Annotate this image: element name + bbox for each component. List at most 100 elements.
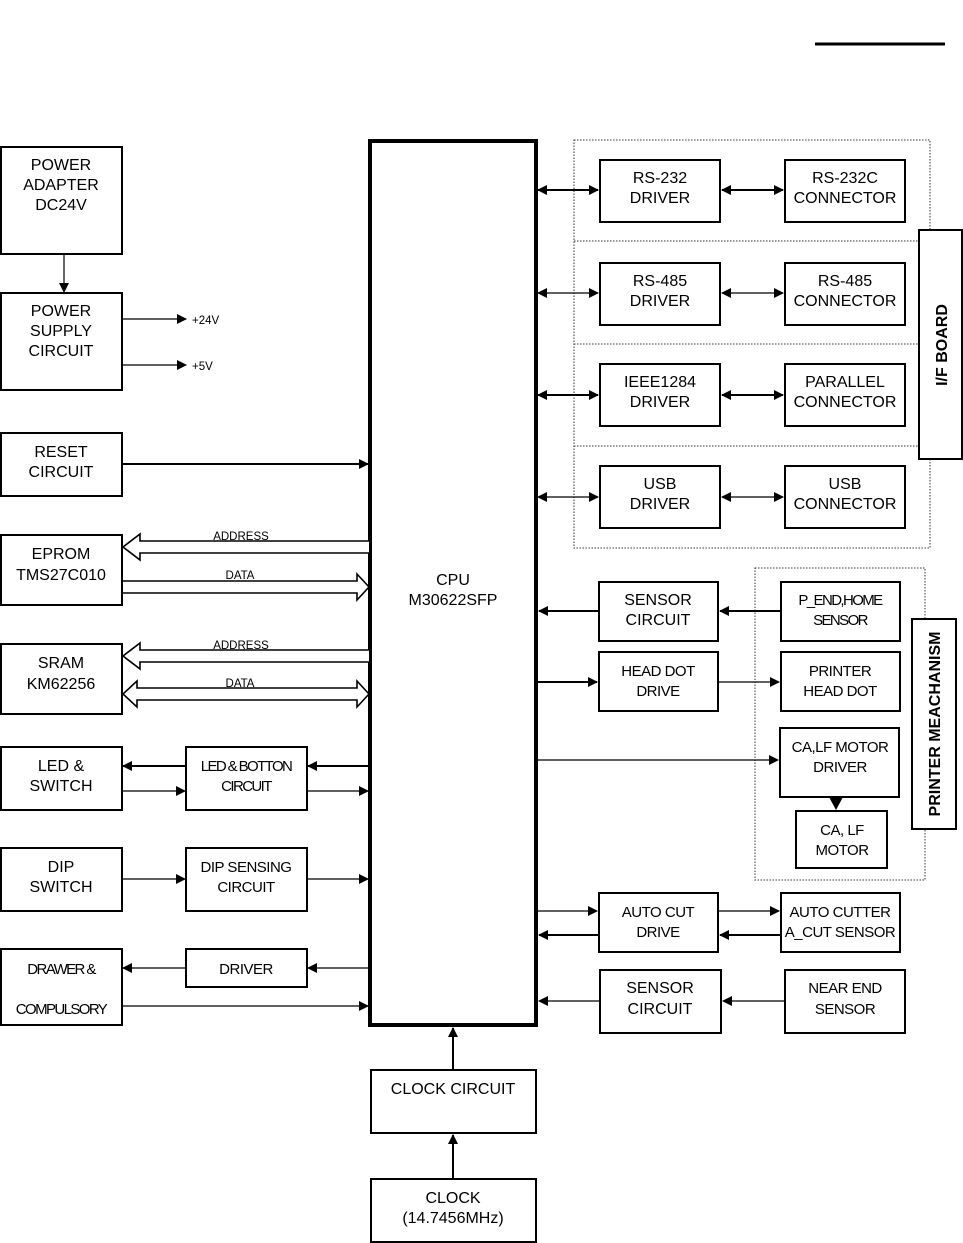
- svg-text:SWITCH: SWITCH: [29, 778, 92, 795]
- motor-driver-block: CA,LF MOTOR DRIVER: [779, 727, 900, 798]
- svg-text:RS-232C: RS-232C: [812, 170, 878, 187]
- motordriver-to-motor-arrow: [829, 797, 843, 810]
- auto-cut-drive-block: AUTO CUT DRIVE: [598, 892, 719, 953]
- parallel-connector-block: PARALLEL CONNECTOR: [784, 363, 906, 427]
- svg-text:DRIVER: DRIVER: [630, 496, 690, 513]
- cpu-model: M30622SFP: [409, 592, 498, 609]
- clock-circuit-block: CLOCK CIRCUIT: [370, 1069, 537, 1134]
- printer-mechanism-region: [754, 567, 926, 881]
- svg-text:LED & BOTTON: LED & BOTTON: [201, 758, 292, 775]
- sram-address-bus: [121, 641, 369, 671]
- plus24v-label: +24V: [192, 315, 220, 327]
- eprom-block: EPROM TMS27C010: [0, 534, 123, 606]
- power-adapter-block: POWER ADAPTER DC24V: [0, 146, 123, 255]
- usb-driver-block: USB DRIVER: [599, 465, 721, 529]
- svg-text:DRAWER &: DRAWER &: [27, 961, 96, 978]
- near-end-sensor-block: NEAR END SENSOR: [784, 969, 906, 1034]
- svg-text:USB: USB: [829, 476, 862, 493]
- p-end-home-sensor-block: P_END,HOME SENSOR: [780, 581, 901, 642]
- svg-text:DIP SENSING: DIP SENSING: [201, 859, 292, 876]
- svg-text:DRIVER: DRIVER: [630, 190, 690, 207]
- drawer-driver-block: DRIVER: [185, 948, 308, 988]
- sram-block: SRAM KM62256: [0, 643, 123, 715]
- svg-text:CONNECTOR: CONNECTOR: [794, 190, 897, 207]
- eprom-address-label: ADDRESS: [213, 531, 269, 543]
- svg-text:DRIVE: DRIVE: [636, 683, 680, 700]
- led-switch-block: LED & SWITCH: [0, 746, 123, 811]
- svg-text:USB: USB: [644, 476, 677, 493]
- led-button-circuit-block: LED & BOTTON CIRCUIT: [185, 746, 308, 811]
- svg-text:IEEE1284: IEEE1284: [624, 374, 696, 391]
- printer-mechanism-label: PRINTER MEACHANISM: [927, 632, 944, 817]
- svg-text:SWITCH: SWITCH: [29, 879, 92, 896]
- svg-text:DIP: DIP: [48, 859, 75, 876]
- power-supply-block: POWER SUPPLY CIRCUIT: [0, 292, 123, 391]
- dip-sensing-circuit-block: DIP SENSING CIRCUIT: [185, 847, 308, 912]
- svg-text:AUTO CUTTER: AUTO CUTTER: [790, 904, 892, 921]
- eprom-data-bus: [123, 571, 371, 603]
- cpu-block: CPU M30622SFP: [368, 139, 538, 1027]
- usb-connector-block: USB CONNECTOR: [784, 465, 906, 529]
- svg-text:CIRCUIT: CIRCUIT: [29, 464, 94, 481]
- svg-text:CLOCK CIRCUIT: CLOCK CIRCUIT: [391, 1081, 516, 1098]
- sensor-circuit-block: SENSOR CIRCUIT: [598, 581, 719, 642]
- svg-text:EPROM: EPROM: [32, 546, 91, 563]
- svg-text:DC24V: DC24V: [35, 197, 87, 214]
- if-board-label-box: I/F BOARD: [918, 229, 963, 460]
- if-board-label: I/F BOARD: [934, 304, 951, 386]
- near-end-sensor-circuit-block: SENSOR CIRCUIT: [599, 969, 722, 1034]
- sram-address-label: ADDRESS: [213, 640, 269, 652]
- svg-text:LED &: LED &: [38, 758, 85, 775]
- svg-text:CIRCUIT: CIRCUIT: [217, 879, 275, 896]
- svg-text:NEAR END: NEAR END: [808, 980, 882, 997]
- svg-text:MOTOR: MOTOR: [815, 842, 869, 859]
- motor-block: CA, LF MOTOR: [795, 810, 888, 869]
- svg-text:CIRCUIT: CIRCUIT: [626, 612, 691, 629]
- svg-text:SENSOR: SENSOR: [624, 592, 692, 609]
- rs485-connector-block: RS-485 CONNECTOR: [784, 262, 906, 326]
- svg-text:P_END,HOME: P_END,HOME: [798, 592, 883, 609]
- svg-text:KM62256: KM62256: [27, 676, 96, 693]
- clock-source-block: CLOCK (14.7456MHz): [370, 1178, 537, 1243]
- svg-text:AUTO CUT: AUTO CUT: [622, 904, 695, 921]
- svg-text:SRAM: SRAM: [38, 655, 84, 672]
- svg-text:DRIVER: DRIVER: [630, 394, 690, 411]
- svg-text:POWER: POWER: [31, 157, 91, 174]
- rs232c-connector-block: RS-232C CONNECTOR: [784, 159, 906, 223]
- cpu-label: CPU: [436, 572, 470, 589]
- eprom-address-bus: [121, 532, 369, 562]
- svg-text:RS-485: RS-485: [818, 273, 872, 290]
- svg-text:CIRCUIT: CIRCUIT: [29, 343, 94, 360]
- svg-text:PRINTER: PRINTER: [809, 663, 872, 680]
- svg-text:HEAD DOT: HEAD DOT: [803, 683, 877, 700]
- svg-text:CLOCK: CLOCK: [425, 1190, 480, 1207]
- rs232-driver-block: RS-232 DRIVER: [599, 159, 721, 223]
- svg-text:ADAPTER: ADAPTER: [23, 177, 99, 194]
- if-board-region: [573, 139, 931, 549]
- svg-text:SUPPLY: SUPPLY: [30, 323, 92, 340]
- svg-text:SENSOR: SENSOR: [815, 1001, 876, 1018]
- svg-text:COMPULSORY: COMPULSORY: [16, 1001, 108, 1018]
- svg-text:CA, LF: CA, LF: [820, 822, 864, 839]
- svg-text:RS-485: RS-485: [633, 273, 687, 290]
- svg-text:TMS27C010: TMS27C010: [16, 567, 106, 584]
- rs485-driver-block: RS-485 DRIVER: [599, 262, 721, 326]
- ieee1284-driver-block: IEEE1284 DRIVER: [599, 363, 721, 427]
- svg-text:(14.7456MHz): (14.7456MHz): [402, 1210, 503, 1227]
- svg-text:CONNECTOR: CONNECTOR: [794, 394, 897, 411]
- svg-text:DRIVER: DRIVER: [630, 293, 690, 310]
- drawer-block: DRAWER & COMPULSORY: [0, 948, 123, 1026]
- sram-data-bus: [121, 678, 371, 710]
- svg-text:PARALLEL: PARALLEL: [805, 374, 885, 391]
- svg-text:CIRCUIT: CIRCUIT: [628, 1001, 693, 1018]
- svg-text:DRIVE: DRIVE: [636, 924, 680, 941]
- svg-text:POWER: POWER: [31, 303, 91, 320]
- svg-text:DRIVER: DRIVER: [219, 961, 273, 978]
- svg-text:CONNECTOR: CONNECTOR: [794, 293, 897, 310]
- svg-text:SENSOR: SENSOR: [626, 980, 694, 997]
- svg-text:CONNECTOR: CONNECTOR: [794, 496, 897, 513]
- svg-text:CA,LF MOTOR: CA,LF MOTOR: [792, 739, 889, 756]
- sram-data-label: DATA: [226, 678, 255, 690]
- dip-switch-block: DIP SWITCH: [0, 847, 123, 912]
